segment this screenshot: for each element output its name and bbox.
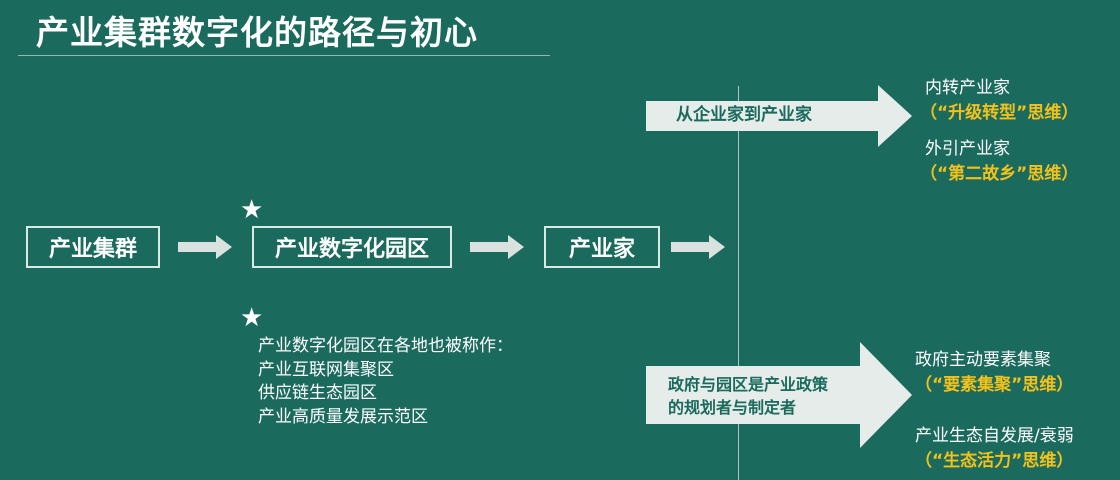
star-icon: ★	[240, 303, 264, 333]
upper-output-1-mode: （“升级转型”思维）	[920, 103, 1079, 123]
upper-output-2-label: 外引产业家	[925, 139, 1010, 159]
lower-branch-arrow-label-2: 的规划者与制定者	[668, 398, 797, 417]
flow-arrow-2	[470, 235, 524, 259]
upper-branch-arrow-label: 从企业家到产业家	[676, 105, 812, 125]
upper-branch-arrow	[646, 85, 912, 147]
lower-output-2-mode: （“生态活力”思维）	[915, 451, 1074, 471]
flow-box-digital-park: 产业数字化园区	[252, 226, 452, 268]
park-aliases-list: 产业数字化园区在各地也被称作： 产业互联网集聚区 供应链生态园区 产业高质量发展…	[258, 335, 513, 429]
star-icon: ★	[240, 195, 264, 225]
flow-box-label: 产业数字化园区	[274, 237, 429, 262]
upper-output-1-label: 内转产业家	[925, 78, 1010, 98]
title-divider	[18, 55, 550, 56]
flow-arrow-1	[178, 235, 232, 259]
branch-divider	[738, 86, 739, 480]
page-title: 产业集群数字化的路径与初心	[36, 13, 478, 52]
lower-branch-arrow-label-1: 政府与园区是产业政策	[668, 375, 829, 394]
lower-output-2-label: 产业生态自发展/衰弱	[915, 426, 1074, 446]
flow-box-industrial-cluster: 产业集群	[26, 226, 160, 268]
list-item: 产业数字化园区在各地也被称作：	[258, 336, 513, 356]
upper-output-2-mode: （“第二故乡”思维）	[920, 164, 1079, 184]
flow-box-industrialist: 产业家	[544, 226, 660, 268]
lower-branch-arrow	[646, 342, 912, 448]
lower-output-1-mode: （“要素集聚”思维）	[915, 375, 1074, 395]
flow-box-label: 产业集群	[48, 237, 137, 262]
list-item: 产业高质量发展示范区	[258, 406, 428, 427]
list-item: 供应链生态园区	[258, 383, 377, 403]
flow-arrow-3	[671, 235, 725, 259]
flow-box-label: 产业家	[568, 237, 635, 262]
lower-output-1-label: 政府主动要素集聚	[915, 350, 1051, 370]
list-item: 产业互联网集聚区	[258, 359, 394, 380]
